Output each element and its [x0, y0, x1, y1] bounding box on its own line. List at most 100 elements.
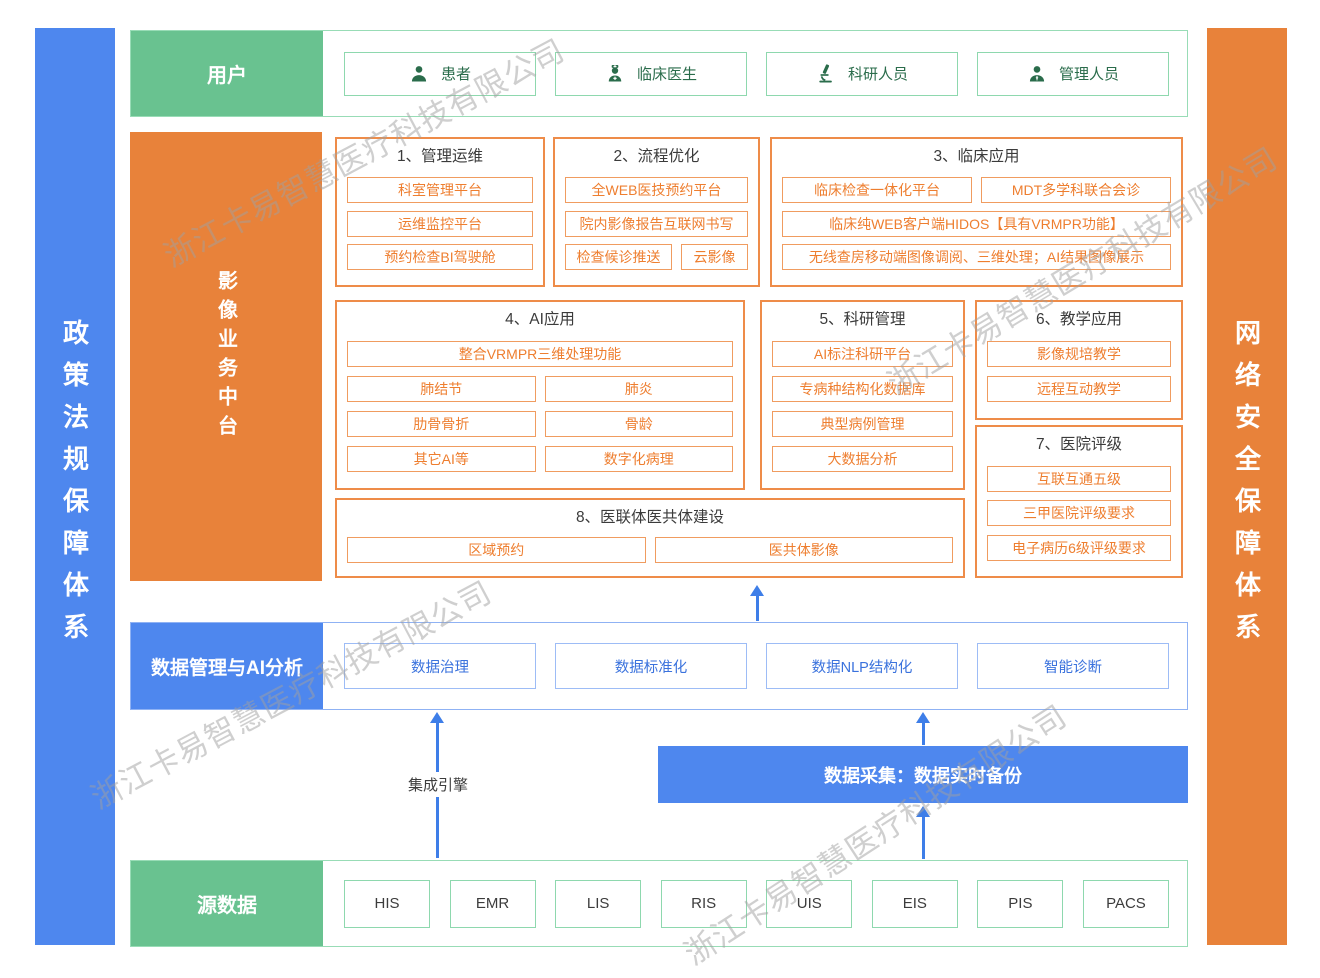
section-item: 预约检查BI驾驶舱: [347, 244, 533, 271]
section-4: 4、AI应用整合VRMPR三维处理功能肺结节肺炎肋骨骨折骨龄其它AI等数字化病理: [335, 300, 745, 490]
data-collection-box: 数据采集：数据实时备份: [658, 746, 1188, 803]
user-card-label: 临床医生: [636, 66, 697, 83]
section-item: 云影像: [681, 244, 748, 271]
section-title: 3、临床应用: [933, 148, 1020, 165]
data-mgmt-item: 数据NLP结构化: [766, 643, 958, 689]
section-row: 预约检查BI驾驶舱: [347, 244, 533, 271]
section-item: 全WEB医技预约平台: [565, 176, 748, 203]
policy-guarantee-label: 政策法规保障体系: [59, 318, 90, 655]
data-management-items: 数据治理数据标准化数据NLP结构化智能诊断: [323, 623, 1187, 709]
section-row: 院内影像报告互联网书写: [565, 210, 748, 237]
section-row: 影像规培教学: [987, 341, 1171, 367]
source-system-item: EIS: [871, 879, 958, 928]
section-title: 2、流程优化: [613, 148, 700, 165]
section-title: 8、医联体医共体建设: [575, 509, 725, 526]
section-row: AI标注科研平台: [772, 341, 953, 367]
section-rows: 全WEB医技预约平台院内影像报告互联网书写检查候诊推送云影像: [565, 169, 748, 278]
source-system-item: RIS: [660, 879, 747, 928]
section-row: 互联互通五级: [987, 465, 1171, 492]
microscope-icon: [816, 63, 836, 84]
section-row: 区域预约医共体影像: [347, 536, 953, 563]
section-8: 8、医联体医共体建设区域预约医共体影像: [335, 498, 965, 578]
user-card-label: 管理人员: [1058, 66, 1119, 83]
arrow-up-to-collection: [916, 806, 930, 859]
section-title: 5、科研管理: [819, 311, 906, 328]
section-item: 大数据分析: [772, 446, 953, 472]
network-security-bar: 网络安全保障体系: [1207, 28, 1287, 945]
section-row: 大数据分析: [772, 446, 953, 472]
section-rows: 科室管理平台运维监控平台预约检查BI驾驶舱: [347, 169, 533, 278]
integration-engine-label: 集成引擎: [404, 772, 473, 797]
section-item: 典型病例管理: [772, 411, 953, 437]
section-item: 医共体影像: [654, 536, 953, 563]
section-item: MDT多学科联合会诊: [981, 176, 1171, 203]
patient-icon: [409, 64, 429, 84]
section-item: 检查候诊推送: [565, 244, 673, 271]
section-item: 肺炎: [544, 376, 733, 402]
section-item: 互联互通五级: [987, 465, 1171, 492]
section-item: AI标注科研平台: [772, 341, 953, 367]
data-management-label: 数据管理与AI分析: [131, 623, 323, 709]
doctor-icon: [605, 64, 625, 84]
section-item: 运维监控平台: [347, 210, 533, 237]
section-item: 肺结节: [347, 376, 536, 402]
section-item: 临床纯WEB客户端HIDOS【具有VRMPR功能】: [782, 210, 1171, 237]
section-rows: 互联互通五级三甲医院评级要求电子病历6级评级要求: [987, 457, 1171, 569]
section-rows: 区域预约医共体影像: [347, 530, 953, 569]
section-item: 数字化病理: [544, 446, 733, 472]
section-row: 整合VRMPR三维处理功能: [347, 341, 733, 367]
arrow-up-to-platform: [750, 585, 764, 621]
imaging-platform-label: 影像业务中台: [214, 269, 237, 444]
section-row: 专病种结构化数据库: [772, 376, 953, 402]
users-items: 患者 临床医生 科研人员 管理人员: [323, 31, 1187, 116]
section-row: 其它AI等数字化病理: [347, 446, 733, 472]
section-item: 专病种结构化数据库: [772, 376, 953, 402]
source-system-item: HIS: [344, 879, 430, 928]
section-item: 影像规培教学: [987, 341, 1171, 367]
section-row: 全WEB医技预约平台: [565, 176, 748, 203]
section-row: 无线查房移动端图像调阅、三维处理；AI结果图像展示: [782, 244, 1171, 271]
source-system-item: PACS: [1082, 879, 1169, 928]
section-2: 2、流程优化全WEB医技预约平台院内影像报告互联网书写检查候诊推送云影像: [553, 137, 760, 287]
section-7: 7、医院评级互联互通五级三甲医院评级要求电子病历6级评级要求: [975, 425, 1183, 578]
section-row: 检查候诊推送云影像: [565, 244, 748, 271]
section-rows: AI标注科研平台专病种结构化数据库典型病例管理大数据分析: [772, 332, 953, 481]
data-mgmt-item: 数据治理: [344, 643, 536, 689]
user-card: 临床医生: [555, 51, 747, 96]
data-management-row: 数据管理与AI分析 数据治理数据标准化数据NLP结构化智能诊断: [130, 622, 1188, 710]
users-row: 用户 患者 临床医生 科研人员 管理人员: [130, 30, 1188, 117]
source-system-item: PIS: [977, 879, 1064, 928]
section-item: 院内影像报告互联网书写: [565, 210, 748, 237]
admin-icon: [1027, 64, 1047, 84]
source-system-item: LIS: [555, 879, 642, 928]
section-item: 其它AI等: [347, 446, 536, 472]
section-item: 区域预约: [347, 536, 646, 563]
section-item: 整合VRMPR三维处理功能: [347, 341, 733, 367]
section-row: 三甲医院评级要求: [987, 500, 1171, 526]
section-item: 电子病历6级评级要求: [987, 534, 1171, 561]
section-row: 肺结节肺炎: [347, 376, 733, 402]
users-row-label: 用户: [131, 31, 323, 116]
section-row: 科室管理平台: [347, 176, 533, 203]
data-mgmt-item: 数据标准化: [555, 643, 747, 689]
user-card-label: 患者: [440, 66, 471, 83]
section-row: 临床纯WEB客户端HIDOS【具有VRMPR功能】: [782, 210, 1171, 237]
section-row: 远程互动教学: [987, 376, 1171, 402]
user-card: 管理人员: [977, 51, 1169, 96]
arrow-up-from-collection: [916, 712, 930, 745]
section-title: 4、AI应用: [505, 311, 575, 328]
section-item: 远程互动教学: [987, 376, 1171, 402]
section-row: 典型病例管理: [772, 411, 953, 437]
user-card: 患者: [344, 51, 536, 96]
data-mgmt-item: 智能诊断: [977, 643, 1169, 689]
section-1: 1、管理运维科室管理平台运维监控平台预约检查BI驾驶舱: [335, 137, 545, 287]
user-card: 科研人员: [766, 51, 958, 96]
section-title: 7、医院评级: [1035, 436, 1123, 453]
section-item: 三甲医院评级要求: [987, 500, 1171, 526]
source-data-label: 源数据: [131, 861, 323, 946]
